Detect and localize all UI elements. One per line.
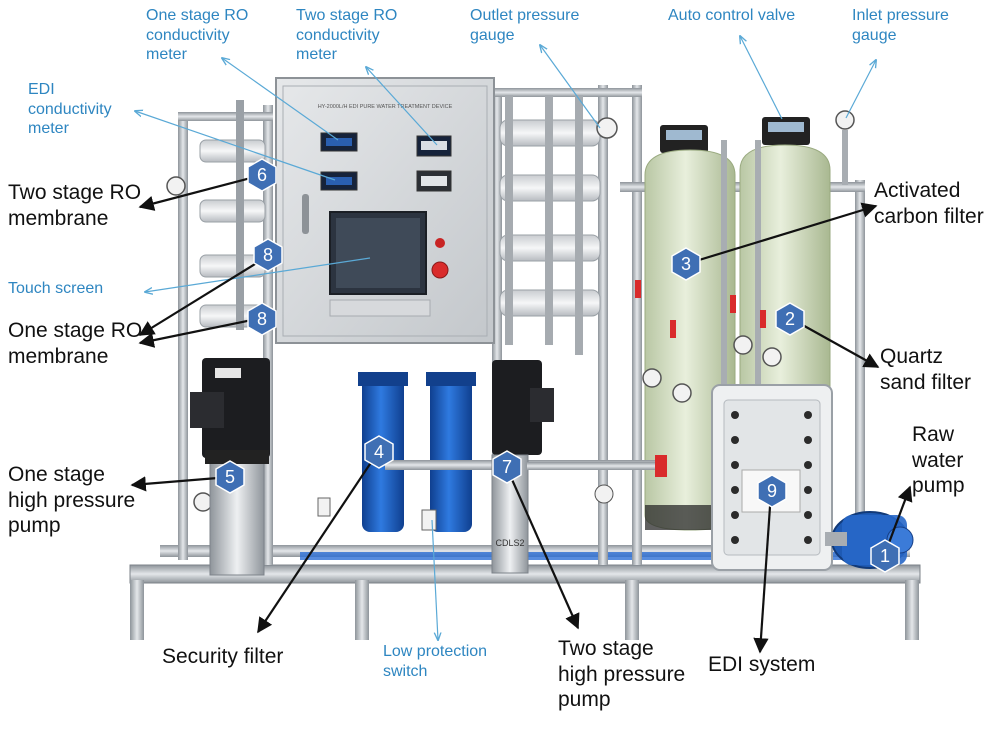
marker-one-stage-membrane-lower: 8 [245,302,279,336]
label-edi-conductivity-meter: EDI conductivity meter [28,80,112,139]
hexagon-icon [492,450,522,484]
label-one-stage-ro-conductivity-meter: One stage RO conductivity meter [146,6,248,65]
label-line: Touch screen [8,280,104,297]
blue-callout-lines [135,36,876,640]
marker-number: 9 [766,480,777,501]
marker-quartz-sand-filter: 2 [773,302,807,336]
label-line: pump [8,514,61,538]
label-raw-water-pump: Raw water pump [912,422,965,499]
label-line: EDI system [708,653,816,676]
panel-title: HY-2000L/H EDI PURE WATER TREATMENT DEVI… [318,104,453,110]
label-line: gauge [470,26,515,44]
pump-model-text: CDLS2 [495,538,524,548]
marker-one-stage-pump: 5 [213,460,247,494]
label-security-filter: Security filter [162,644,283,670]
label-line: Quartz [880,345,944,368]
hexagon-icon [364,435,394,469]
marker-number: 3 [680,253,691,274]
label-low-protection-switch: Low protection switch [383,642,487,681]
label-line: meter [296,46,337,64]
label-line: Inlet pressure [852,7,949,24]
label-line: meter [146,46,187,64]
marker-number: 5 [224,466,235,487]
label-line: water [912,448,964,472]
marker-two-stage-pump: 7 [490,450,524,484]
label-line: conductivity [296,26,380,44]
label-line: One stage RO [146,7,249,24]
marker-number: 8 [256,308,267,329]
marker-number: 2 [784,308,795,329]
label-touch-screen: Touch screen [8,279,103,299]
label-line: Activated [874,179,961,202]
hexagon-icon [775,302,805,336]
marker-number: 8 [262,244,273,265]
label-line: switch [383,662,428,680]
two-stage-pump-shape: CDLS2 [491,360,667,574]
label-line: Security filter [162,645,284,668]
label-line: membrane [8,206,109,230]
label-line: Auto control valve [668,7,796,24]
label-line: high pressure [8,488,136,512]
marker-edi-system: 9 [755,474,789,508]
label-two-stage-high-pressure-pump: Two stage high pressure pump [558,636,685,713]
label-line: One stage RO [8,319,143,342]
marker-security-filter: 4 [362,435,396,469]
label-line: meter [28,120,69,138]
label-line: One stage [8,463,105,486]
label-line: membrane [8,344,109,368]
label-edi-system: EDI system [708,652,815,678]
marker-activated-carbon-filter: 3 [669,247,703,281]
marker-raw-water-pump: 1 [868,539,902,573]
label-two-stage-ro-membrane: Two stage RO membrane [8,180,141,231]
label-line: conductivity [28,100,112,118]
marker-one-stage-membrane-upper: 8 [251,238,285,272]
marker-number: 7 [501,456,512,477]
ro-membranes-right [499,95,618,355]
label-line: sand filter [880,370,972,394]
label-one-stage-high-pressure-pump: One stage high pressure pump [8,462,135,539]
label-line: Raw [912,423,955,446]
hexagon-icon [247,302,277,336]
hexagon-icon [671,247,701,281]
hexagon-icon [215,460,245,494]
hexagon-icon [253,238,283,272]
hexagon-icon [870,539,900,573]
marker-number: 6 [256,164,267,185]
label-auto-control-valve: Auto control valve [668,6,795,26]
hexagon-icon [757,474,787,508]
label-one-stage-ro-membrane: One stage RO membrane [8,318,142,369]
label-line: Two stage RO [296,7,398,24]
label-quartz-sand-filter: Quartz sand filter [880,344,971,395]
label-activated-carbon-filter: Activated carbon filter [874,178,984,229]
marker-two-stage-membrane: 6 [245,158,279,192]
label-inlet-pressure-gauge: Inlet pressure gauge [852,6,949,45]
marker-number: 1 [879,545,890,566]
label-line: carbon filter [874,204,984,228]
label-line: EDI [28,81,55,98]
label-line: gauge [852,26,897,44]
label-line: Outlet pressure [470,7,580,24]
marker-number: 4 [373,441,384,462]
label-line: conductivity [146,26,230,44]
label-line: high pressure [558,662,686,686]
control-cabinet: HY-2000L/H EDI PURE WATER TREATMENT DEVI… [275,77,495,344]
hexagon-icon [247,158,277,192]
label-line: pump [558,688,611,712]
label-outlet-pressure-gauge: Outlet pressure gauge [470,6,579,45]
label-line: Two stage [558,637,654,660]
label-line: Low protection [383,643,488,660]
label-line: pump [912,474,965,498]
label-two-stage-ro-conductivity-meter: Two stage RO conductivity meter [296,6,397,65]
black-callout-lines [130,173,913,654]
label-line: Two stage RO [8,181,142,204]
